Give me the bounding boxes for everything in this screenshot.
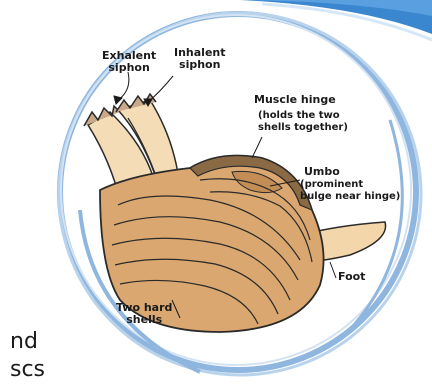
label-umbo-note: (prominent bulge near hinge) bbox=[300, 179, 400, 203]
label-muscle-hinge-title: Muscle hinge bbox=[254, 94, 336, 106]
label-inhalent-line2: siphon bbox=[174, 59, 226, 71]
label-muscle-hinge: Muscle hinge bbox=[254, 94, 336, 106]
side-text-line1: nd bbox=[10, 328, 38, 356]
side-text-line2: scs bbox=[10, 356, 45, 384]
label-muscle-hinge-note-line1: (holds the two bbox=[258, 110, 348, 122]
label-exhalent-siphon: Exhalent siphon bbox=[102, 50, 156, 74]
label-umbo-title: Umbo bbox=[304, 166, 340, 178]
label-foot: Foot bbox=[338, 271, 365, 283]
label-two-hard-shells: Two hard shells bbox=[116, 302, 172, 326]
label-inhalent-siphon: Inhalent siphon bbox=[174, 47, 226, 71]
label-foot-text: Foot bbox=[338, 271, 365, 283]
label-two-hard-shells-line2: shells bbox=[116, 314, 172, 326]
label-umbo-note-line2: bulge near hinge) bbox=[300, 191, 400, 203]
label-muscle-hinge-note: (holds the two shells together) bbox=[258, 110, 348, 134]
label-muscle-hinge-note-line2: shells together) bbox=[258, 122, 348, 134]
label-umbo: Umbo bbox=[304, 166, 340, 178]
label-exhalent-line2: siphon bbox=[102, 62, 156, 74]
banner-swoosh bbox=[240, 0, 432, 40]
label-umbo-note-line1: (prominent bbox=[300, 179, 400, 191]
